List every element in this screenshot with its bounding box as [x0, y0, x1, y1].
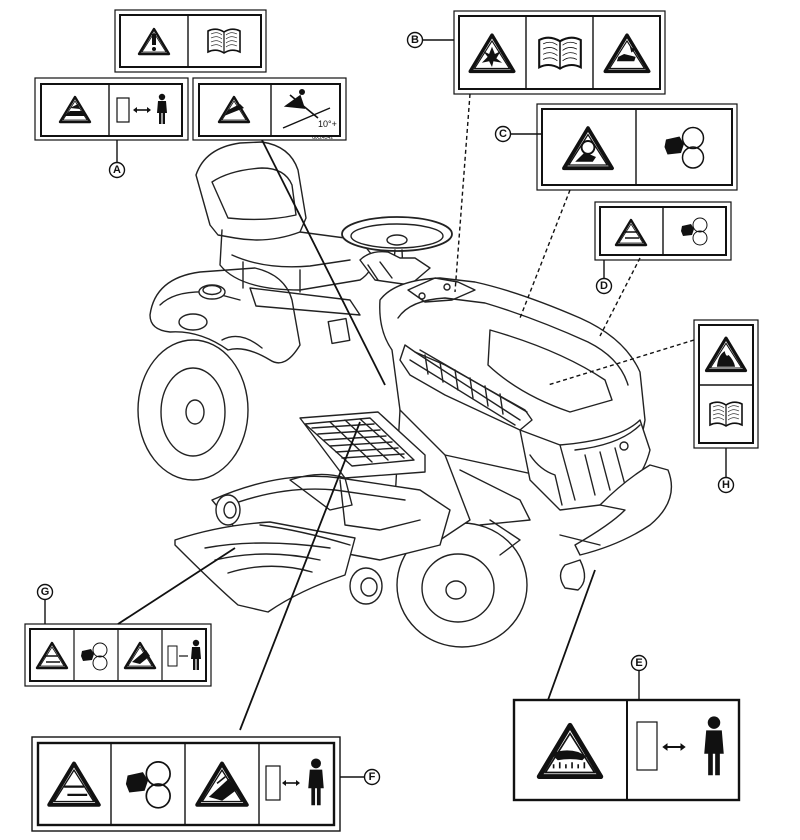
decal-slope: 10°+ GX24542	[192, 77, 347, 141]
callout-b-label: B	[411, 34, 419, 46]
callout-f: F	[340, 768, 381, 786]
slope-angle-label: 10°+	[318, 119, 337, 129]
callout-d-label: D	[600, 280, 608, 292]
callout-d: D	[595, 260, 613, 295]
callout-f-label: F	[369, 771, 376, 783]
decal-c	[536, 103, 738, 191]
callout-a-label: A	[113, 164, 121, 176]
callout-a: A	[108, 140, 126, 179]
dashed-leader-lines	[454, 93, 695, 386]
callout-c-label: C	[499, 128, 507, 140]
decal-f	[31, 736, 341, 832]
part-number-label: GX24542	[312, 135, 333, 141]
person-icon	[704, 716, 724, 776]
callout-c: C	[494, 125, 542, 143]
decal-b	[453, 10, 666, 95]
decal-e	[512, 698, 741, 802]
callout-h-label: H	[722, 479, 730, 491]
riding-mower-illustration	[137, 141, 673, 648]
decal-g	[24, 623, 212, 687]
callout-e: E	[630, 654, 648, 700]
callout-g-label: G	[41, 586, 50, 598]
callout-g: G	[36, 583, 54, 624]
decal-a	[34, 77, 189, 141]
callout-e-label: E	[635, 657, 642, 669]
callout-b: B	[406, 31, 454, 49]
decal-d	[594, 201, 732, 261]
double-arrow-icon	[661, 742, 687, 752]
decal-h	[693, 319, 759, 449]
decal-general-warning	[114, 9, 267, 73]
callout-h: H	[717, 448, 735, 494]
leader-lines	[117, 139, 596, 731]
